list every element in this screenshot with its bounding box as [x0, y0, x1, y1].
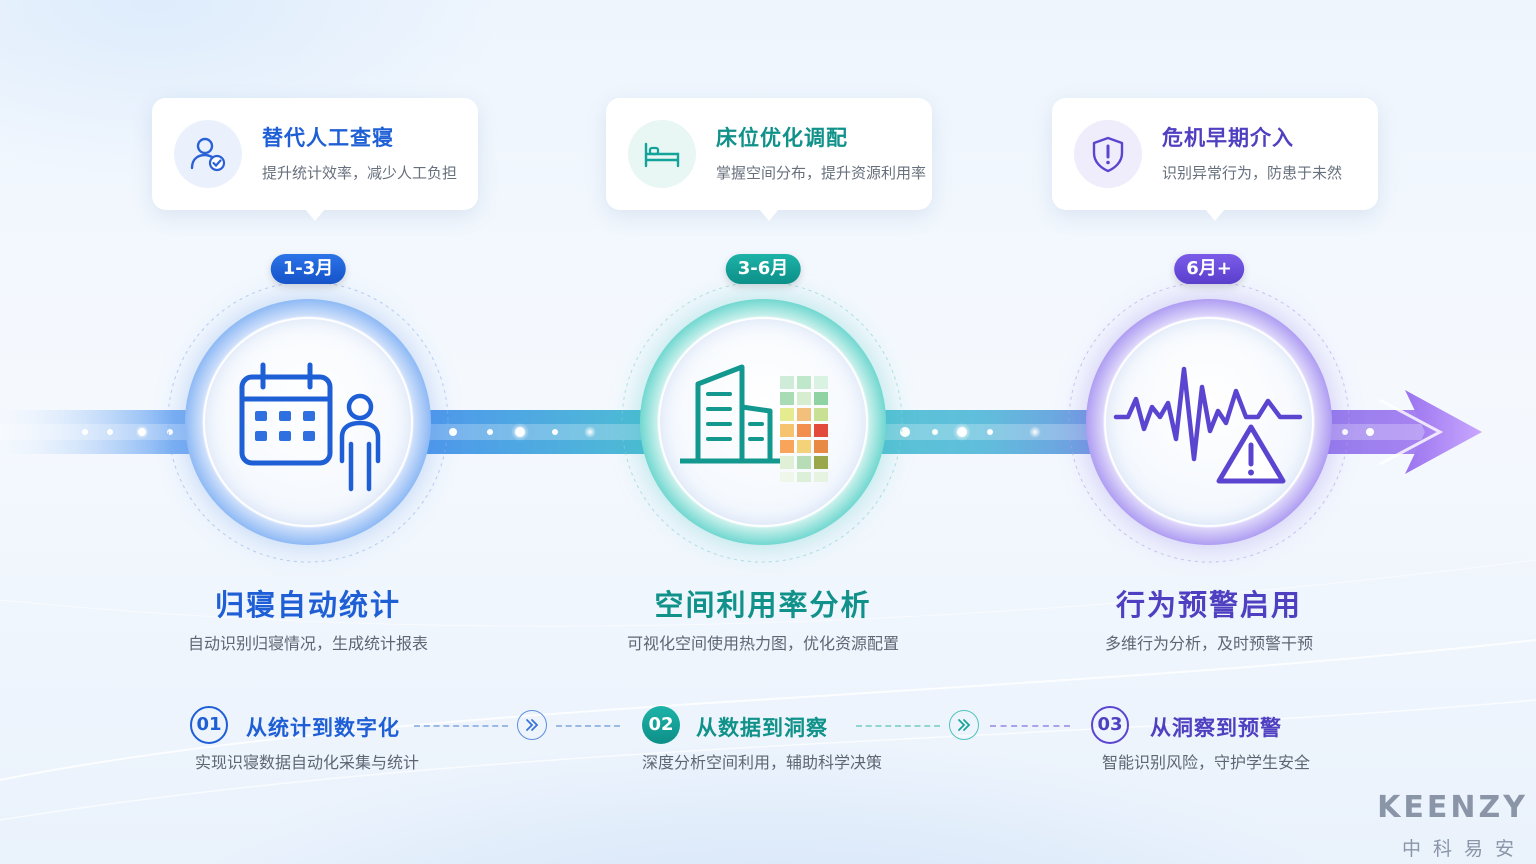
step-number: 03 — [1091, 706, 1129, 744]
stage-description: 自动识别归寝情况，生成统计报表 — [187, 634, 428, 653]
step-title: 从统计到数字化 — [246, 716, 400, 740]
step-title: 从数据到洞察 — [696, 716, 828, 740]
callout-subtitle: 识别异常行为，防患于未然 — [1162, 164, 1343, 182]
stage-description: 可视化空间使用热力图，优化资源配置 — [626, 634, 899, 653]
stage-title: 空间利用率分析 — [654, 588, 872, 622]
callout-pointer — [1205, 209, 1225, 221]
bed-icon — [628, 120, 696, 188]
logo-chinese: 中科易安 — [1401, 838, 1526, 860]
waveform-warning-icon — [1113, 366, 1303, 484]
calendar-person-icon — [239, 362, 381, 492]
step-description: 实现识寝数据自动化采集与统计 — [195, 753, 420, 772]
shield-alert-icon — [1074, 120, 1142, 188]
step-number: 01 — [190, 706, 228, 744]
user-check-icon — [174, 120, 242, 188]
callout-title: 床位优化调配 — [716, 126, 848, 150]
dashed-connector — [556, 725, 620, 727]
callout-pointer — [305, 209, 325, 221]
dashed-connector — [856, 725, 940, 727]
logo-wordmark: KEENZY — [1377, 790, 1528, 825]
stage-circle-2 — [640, 299, 886, 545]
stage-title: 归寝自动统计 — [214, 588, 401, 622]
callout-subtitle: 掌握空间分布，提升资源利用率 — [716, 164, 927, 182]
stage-description: 多维行为分析，及时预警干预 — [1104, 634, 1313, 653]
dashed-connector — [414, 725, 508, 727]
step-description: 智能识别风险，守护学生安全 — [1102, 753, 1311, 772]
callout-title: 危机早期介入 — [1162, 126, 1294, 150]
stage-circle-3 — [1086, 299, 1332, 545]
step-description: 深度分析空间利用，辅助科学决策 — [642, 753, 883, 772]
callout-subtitle: 提升统计效率，减少人工负担 — [262, 164, 458, 182]
double-chevron-icon — [517, 710, 547, 740]
stage-circle-1 — [185, 299, 431, 545]
callout-card-1: 替代人工查寝 提升统计效率，减少人工负担 — [152, 98, 478, 221]
stage-title: 行为预警启用 — [1115, 588, 1302, 622]
step-title: 从洞察到预警 — [1150, 716, 1282, 740]
period-badge-2: 3-6月 — [725, 254, 801, 284]
callout-card-2: 床位优化调配 掌握空间分布，提升资源利用率 — [606, 98, 932, 221]
period-badge-3: 6月+ — [1174, 254, 1244, 284]
double-chevron-icon — [949, 710, 979, 740]
callout-title: 替代人工查寝 — [262, 126, 394, 150]
callout-pointer — [759, 209, 779, 221]
dashed-connector — [990, 725, 1070, 727]
period-badge-1: 1-3月 — [270, 254, 346, 284]
building-heatmap-icon — [680, 364, 828, 482]
step-number: 02 — [642, 706, 680, 744]
callout-card-3: 危机早期介入 识别异常行为，防患于未然 — [1052, 98, 1378, 221]
